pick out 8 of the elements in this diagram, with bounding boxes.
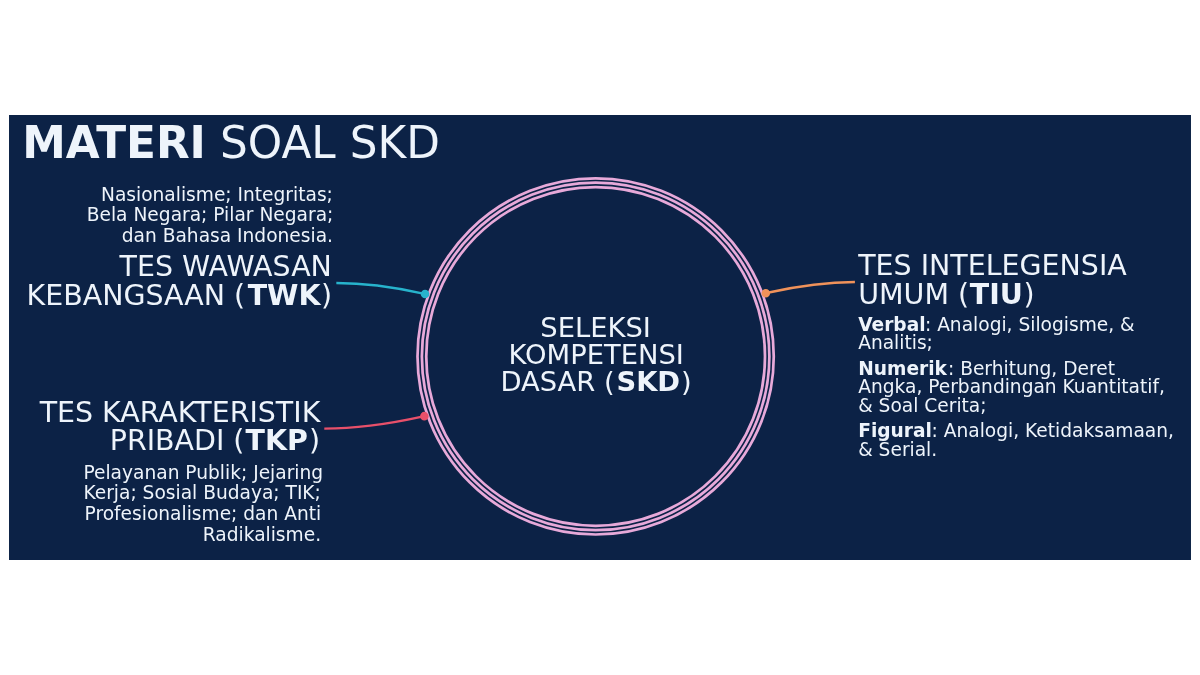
connector xyxy=(324,411,429,430)
node-circle: SELEKSI KOMPETENSI DASAR (SKD) xyxy=(416,176,776,536)
node-text: TES INTELEGENSIA UMUM (TIU) Verbal: Analogi, Silogisme, & Analitis; Numerik: Berhitung, Deret Angka, Perbandingan Kuantitatif, & Soal Cerita; Figural: Analogi, Ketidaksamaan, & Serial. xyxy=(858,249,1174,460)
connector xyxy=(761,280,855,298)
diagram-title: MATERI SOAL SKD xyxy=(22,116,440,168)
node-text: Nasionalisme; Integritas; Bela Negara; Pilar Negara; dan Bahasa Indonesia. TES WAWASAN KEBANGSAAN (TWK) xyxy=(26,183,334,312)
connector xyxy=(336,281,430,299)
node-text: TES KARAKTERISTIK PRIBADI (TKP) Pelayanan Publik; Jejaring Kerja; Sosial Budaya; TIK; Profesionalisme; dan Anti Radikalisme. xyxy=(39,395,324,545)
